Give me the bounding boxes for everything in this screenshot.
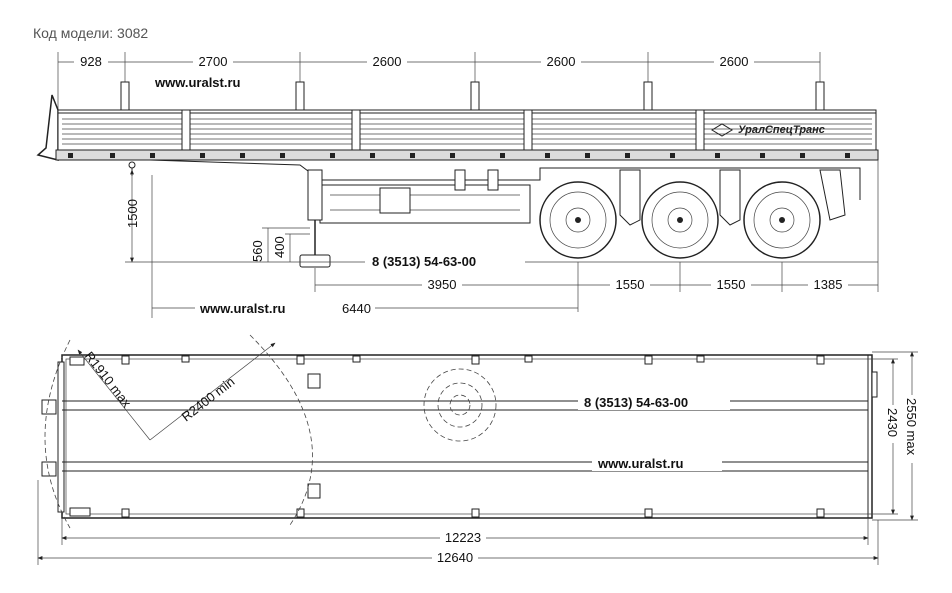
model-label: Код модели: 3082 (33, 25, 148, 41)
turning-radii: R1910 max R2400 min (44, 334, 313, 529)
vertical-dimensions: 1500 560 400 8 (3513) 54-63-00 (125, 169, 878, 269)
dim-top-2600-c: 2600 (720, 54, 749, 69)
front-hitch (41, 356, 321, 517)
dim-1385: 1385 (814, 277, 843, 292)
radius-turn: R2400 min (179, 374, 238, 425)
dim-top-2600-b: 2600 (547, 54, 576, 69)
dim-top-2700: 2700 (199, 54, 228, 69)
website-side: www.uralst.ru (154, 75, 241, 90)
dim-top-2600-a: 2600 (373, 54, 402, 69)
platform-body: УралСпецТранс (36, 94, 879, 161)
length-platform: 12223 (445, 530, 481, 545)
dim-1550-b: 1550 (717, 277, 746, 292)
dim-1550-a: 1550 (616, 277, 645, 292)
top-dimension-chain: 928 2700 2600 2600 2600 (57, 52, 821, 110)
website-bottom: www.uralst.ru (199, 301, 286, 316)
brand-logo: УралСпецТранс (738, 124, 825, 136)
phone-side: 8 (3513) 54-63-00 (372, 254, 476, 269)
width-outer: 2550 max (904, 398, 919, 456)
dim-560: 560 (250, 240, 265, 262)
side-view: 928 2700 2600 2600 2600 www.uralst.ru (36, 52, 879, 318)
length-dimensions: 12223 12640 (37, 480, 879, 565)
dim-400: 400 (272, 236, 287, 258)
dim-top-928: 928 (80, 54, 102, 69)
dim-6440: 6440 (342, 301, 371, 316)
phone-plan: 8 (3513) 54-63-00 (584, 395, 688, 410)
width-dimensions: 2550 max 2430 (868, 351, 919, 521)
wheels (539, 181, 821, 259)
width-inner: 2430 (885, 408, 900, 437)
kingpin-circle (423, 368, 497, 442)
chassis (128, 159, 861, 268)
length-overall: 12640 (437, 550, 473, 565)
bottom-dimension-chain: 3950 1550 1550 1385 www.uralst.ru 6440 (151, 160, 879, 318)
dim-3950: 3950 (428, 277, 457, 292)
plan-view: R1910 max R2400 min 8 (3513) 54-63-00 ww… (37, 334, 919, 565)
website-plan: www.uralst.ru (597, 456, 684, 471)
dim-1500: 1500 (125, 199, 140, 228)
